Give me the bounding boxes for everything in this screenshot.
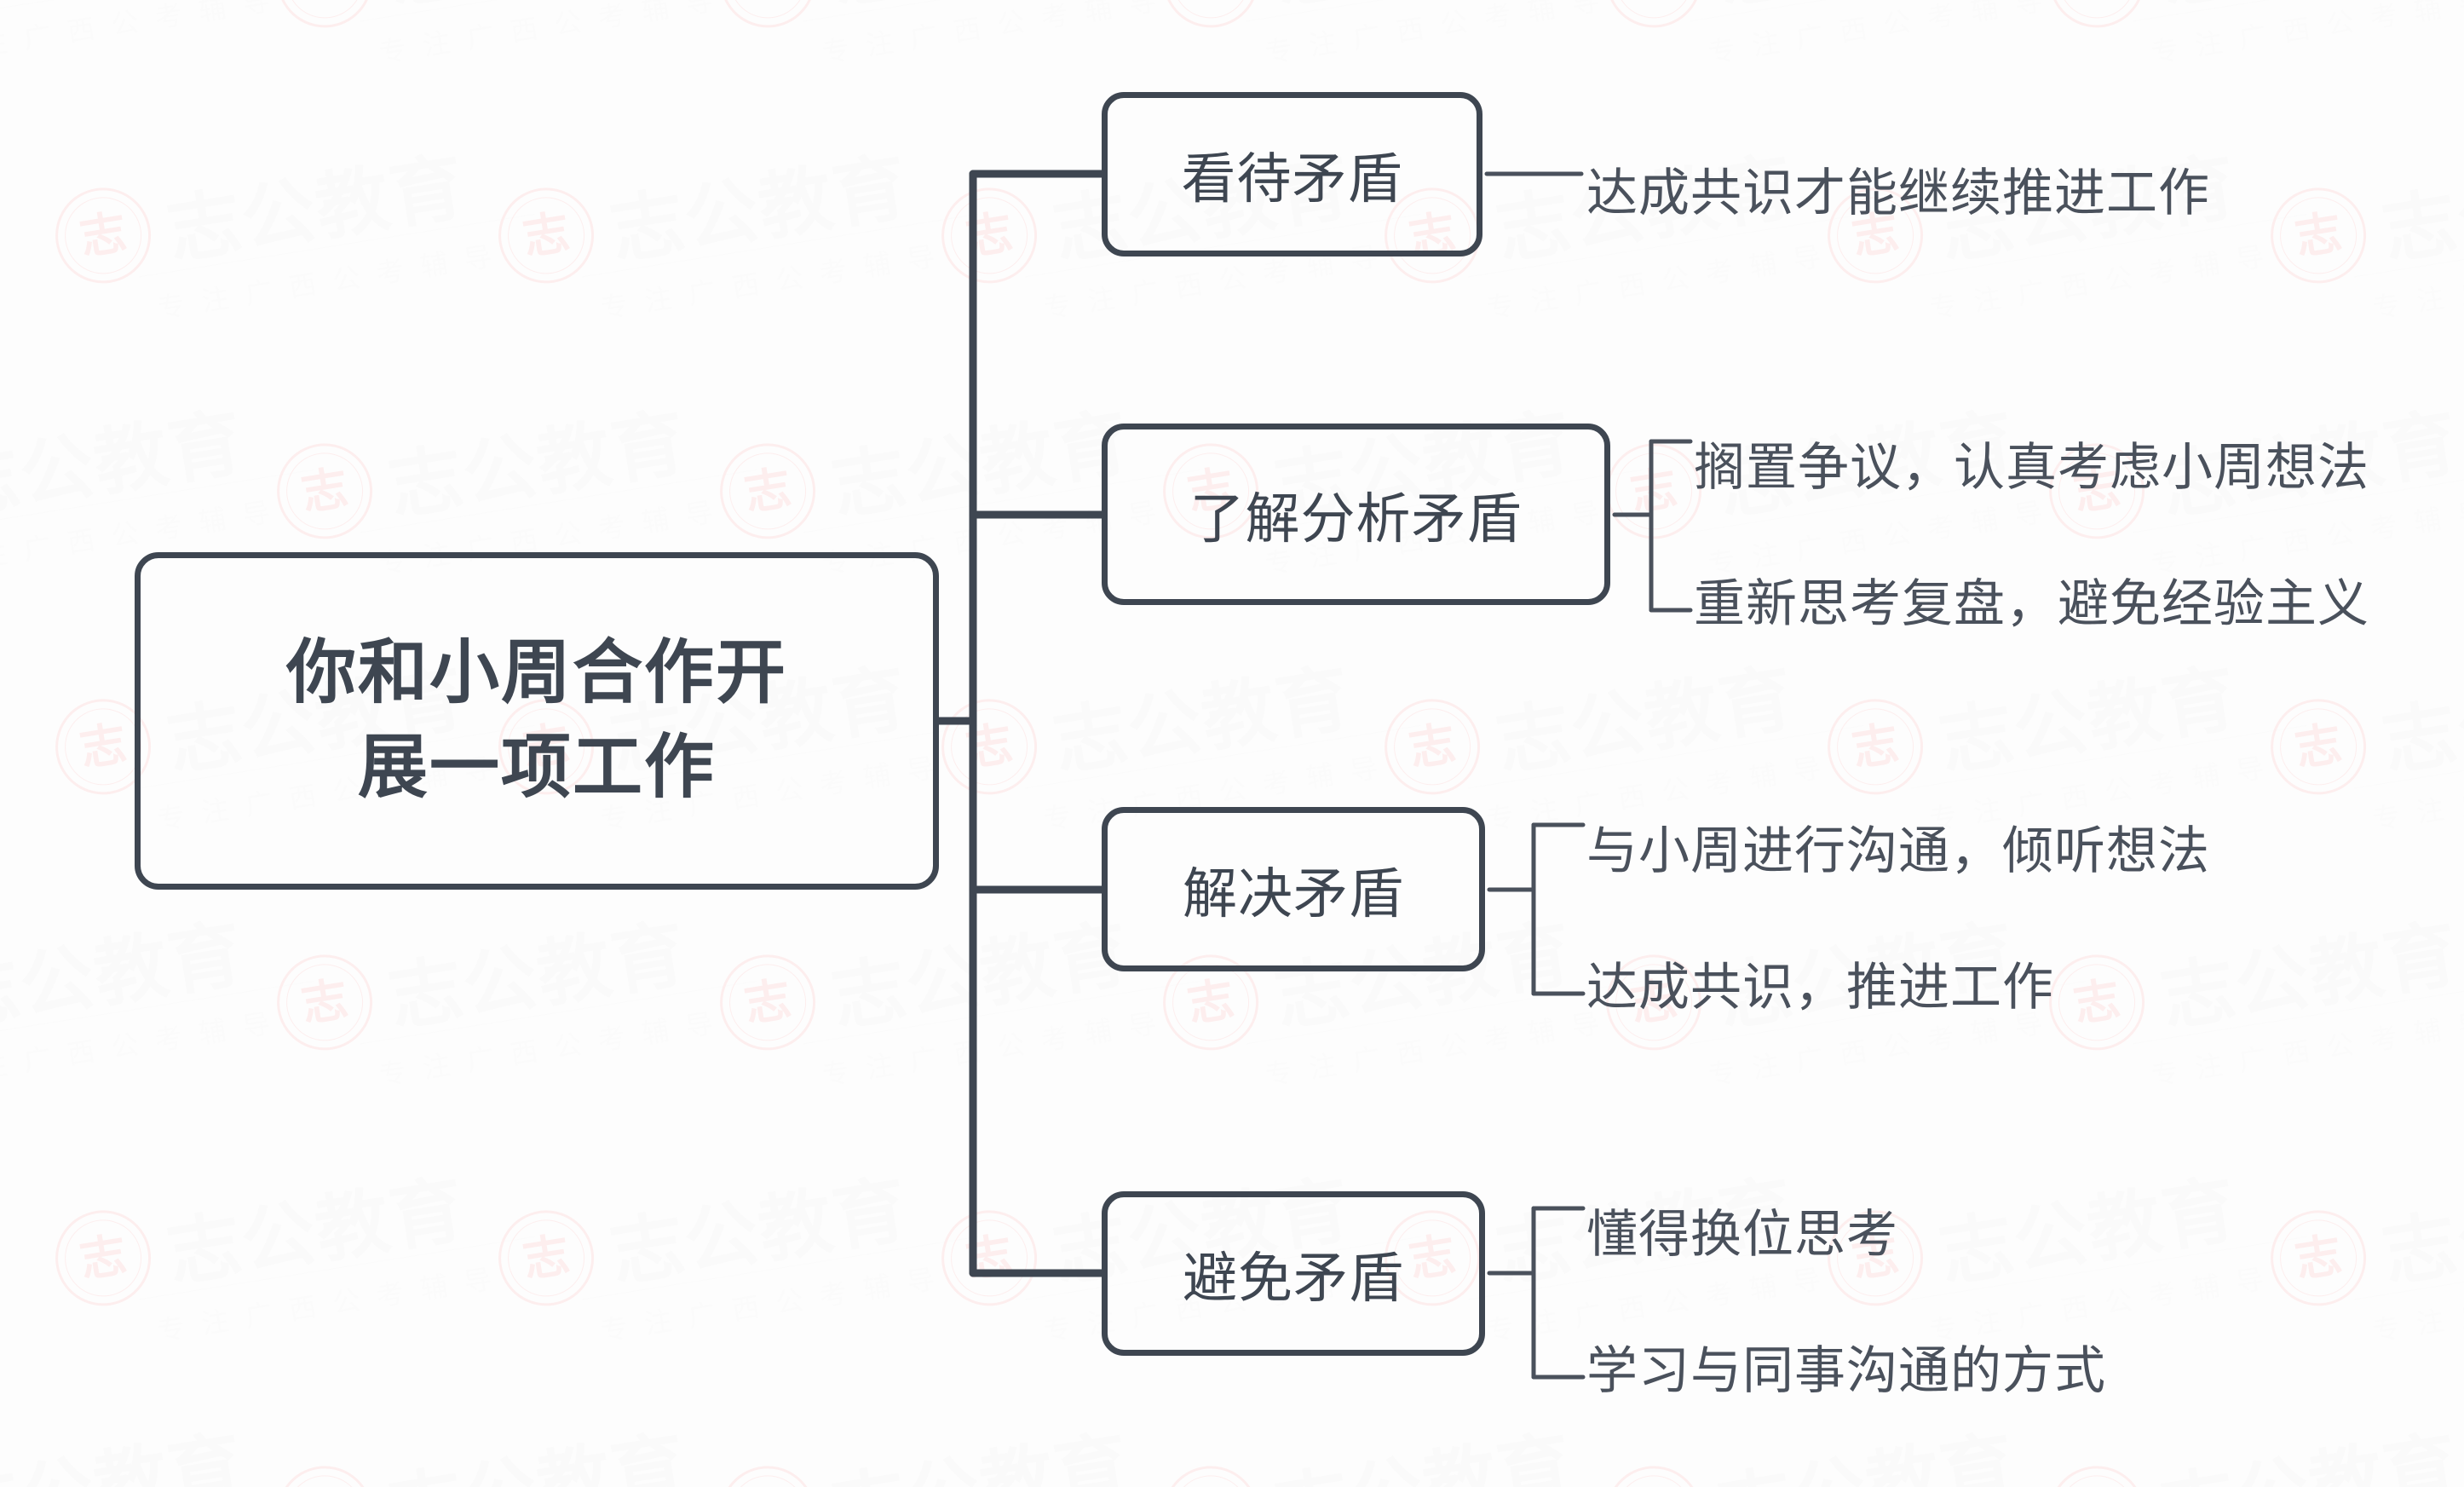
leaf-label-2-0[interactable]: 与小周进行沟通，倾听想法 xyxy=(1586,822,2210,879)
leaf-label-3-0[interactable]: 懂得换位思考 xyxy=(1586,1206,1898,1263)
branch-node-3-label: 避免矛盾 xyxy=(1183,1247,1404,1309)
root-node-line-1: 你和小周合作开 xyxy=(285,634,787,712)
root-node[interactable]: 你和小周合作开 展一项工作 xyxy=(135,552,939,890)
branch-node-kandai-maodun[interactable]: 看待矛盾 xyxy=(1102,92,1482,256)
leaf-label-0-0[interactable]: 达成共识才能继续推进工作 xyxy=(1586,164,2210,222)
leaf-label-3-1[interactable]: 学习与同事沟通的方式 xyxy=(1586,1342,2106,1399)
leaf-label-1-1[interactable]: 重新思考复盘，避免经验主义 xyxy=(1694,575,2369,632)
root-node-line-2: 展一项工作 xyxy=(357,729,716,806)
branch-node-jiejue-maodun[interactable]: 解决矛盾 xyxy=(1102,807,1485,971)
branch-node-2-label: 解决矛盾 xyxy=(1183,862,1404,925)
root-node-label: 你和小周合作开 展一项工作 xyxy=(252,626,821,815)
leaf-label-1-0[interactable]: 搁置争议，认真考虑小周想法 xyxy=(1694,439,2369,496)
leaf-label-2-1[interactable]: 达成共识，推进工作 xyxy=(1586,959,2054,1016)
branch-node-bimian-maodun[interactable]: 避免矛盾 xyxy=(1102,1191,1485,1356)
branch-node-liaojie-fenxi-maodun[interactable]: 了解分析矛盾 xyxy=(1102,424,1610,605)
branch-node-0-label: 看待矛盾 xyxy=(1181,147,1403,210)
branch-node-1-label: 了解分析矛盾 xyxy=(1189,487,1523,550)
